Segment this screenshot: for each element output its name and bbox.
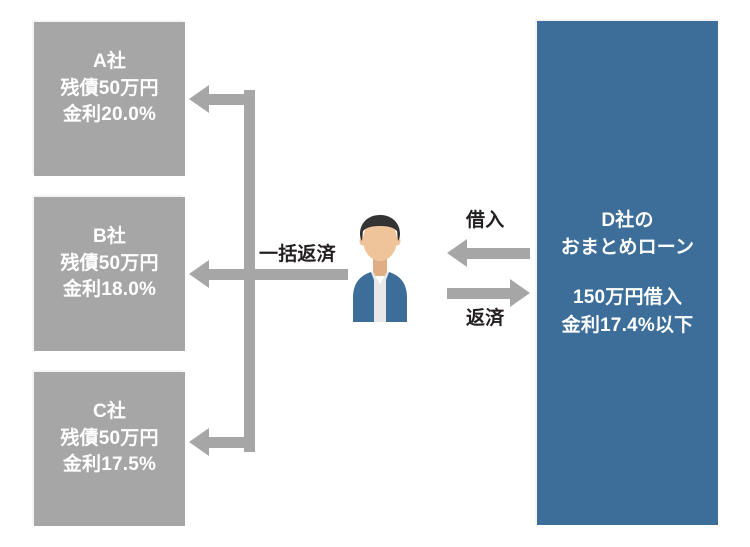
lender-box-d: D社の おまとめローン 150万円借入 金利17.4%以下 bbox=[537, 21, 718, 525]
lender-text: D社の おまとめローン 150万円借入 金利17.4%以下 bbox=[561, 207, 694, 339]
creditor-c-rate: 金利17.5% bbox=[62, 454, 157, 476]
creditor-b-rate: 金利18.0% bbox=[62, 279, 157, 301]
creditor-a-balance: 残債50万円 bbox=[60, 77, 159, 99]
creditor-b-balance: 残債50万円 bbox=[60, 252, 159, 274]
lender-rate: 金利17.4%以下 bbox=[561, 314, 694, 336]
lender-amount: 150万円借入 bbox=[572, 287, 683, 308]
creditor-b-name: B社 bbox=[92, 225, 127, 247]
creditor-box-b: B社 残債50万円 金利18.0% bbox=[34, 197, 185, 351]
creditor-box-a: A社 残債50万円 金利20.0% bbox=[34, 22, 185, 176]
arrow-left-icon-to-c bbox=[189, 428, 209, 456]
repayment-arm-to-b bbox=[208, 269, 255, 280]
lump-sum-repayment-label: 一括返済 bbox=[259, 244, 336, 265]
arrow-left-icon-borrow bbox=[447, 239, 467, 267]
borrower-avatar bbox=[349, 210, 411, 322]
arrow-left-icon-to-b bbox=[189, 260, 209, 288]
creditor-a-name: A社 bbox=[92, 50, 127, 72]
repay-label: 返済 bbox=[466, 308, 505, 329]
lender-text-spacer bbox=[561, 262, 694, 284]
lender-name: D社の bbox=[601, 209, 654, 231]
repay-arrow-shaft bbox=[447, 288, 510, 299]
lender-product: おまとめローン bbox=[560, 237, 695, 259]
creditor-box-c: C社 残債50万円 金利17.5% bbox=[34, 372, 185, 526]
arrow-left-icon-to-a bbox=[189, 85, 209, 113]
repayment-arm-to-a bbox=[208, 94, 255, 105]
borrow-label: 借入 bbox=[466, 210, 505, 231]
arrow-right-icon-repay bbox=[510, 279, 530, 307]
repayment-arm-to-c bbox=[208, 437, 255, 448]
creditor-a-rate: 金利20.0% bbox=[62, 104, 157, 126]
creditor-c-text: C社 残債50万円 金利17.5% bbox=[60, 399, 158, 480]
repayment-feeder-line bbox=[255, 269, 348, 280]
creditor-c-balance: 残債50万円 bbox=[60, 427, 159, 449]
creditor-a-text: A社 残債50万円 金利20.0% bbox=[60, 49, 158, 130]
creditor-c-name: C社 bbox=[92, 400, 127, 422]
creditor-b-text: B社 残債50万円 金利18.0% bbox=[60, 224, 158, 305]
borrow-arrow-shaft bbox=[467, 248, 530, 259]
